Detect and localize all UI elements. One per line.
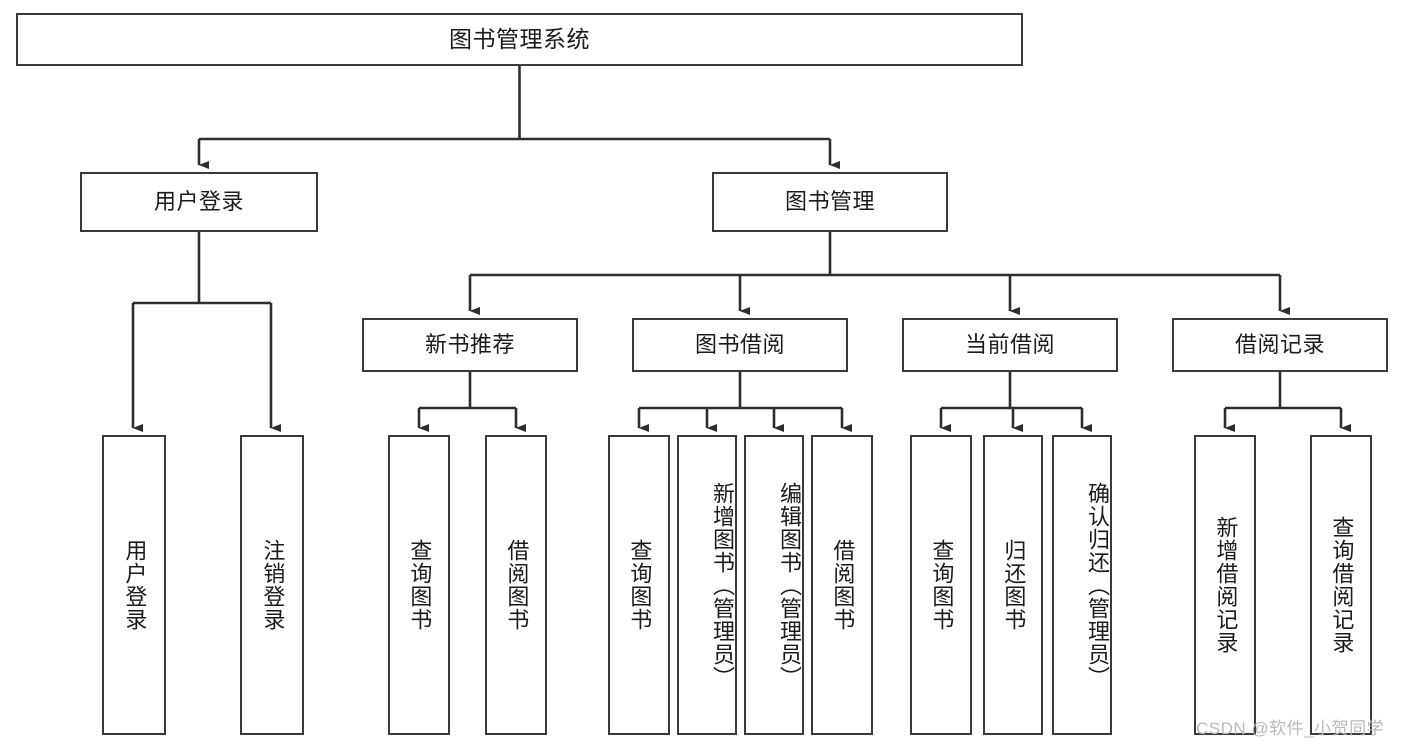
node-root[interactable]: 图书管理系统 — [16, 13, 1023, 66]
node-leaf-borrow-book-1-label: 借阅图书 — [504, 539, 530, 631]
node-new-book-rec[interactable]: 新书推荐 — [362, 318, 578, 372]
node-book-borrow[interactable]: 图书借阅 — [632, 318, 848, 372]
node-book-manage[interactable]: 图书管理 — [712, 172, 948, 232]
node-leaf-add-book-label: 新增图书（管理员） — [710, 481, 735, 689]
node-leaf-edit-book-label: 编辑图书（管理员） — [777, 481, 802, 689]
node-borrow-record-label: 借阅记录 — [1234, 331, 1325, 357]
node-leaf-query-record[interactable]: 查询借阅记录 — [1310, 435, 1372, 735]
node-leaf-add-book[interactable]: 新增图书（管理员） — [677, 435, 737, 735]
node-leaf-user-logout-label: 注销登录 — [260, 539, 286, 631]
node-current-borrow-label: 当前借阅 — [964, 331, 1055, 357]
node-leaf-query-record-label: 查询借阅记录 — [1329, 516, 1355, 654]
node-leaf-query-book-1[interactable]: 查询图书 — [388, 435, 450, 735]
node-new-book-rec-label: 新书推荐 — [424, 331, 515, 357]
node-leaf-user-login[interactable]: 用户登录 — [102, 435, 166, 735]
node-leaf-user-login-label: 用户登录 — [122, 539, 148, 631]
node-leaf-query-book-3-label: 查询图书 — [929, 539, 955, 631]
node-book-borrow-label: 图书借阅 — [694, 331, 785, 357]
node-user-login-label: 用户登录 — [153, 188, 244, 214]
node-current-borrow[interactable]: 当前借阅 — [902, 318, 1118, 372]
node-leaf-borrow-book-2-label: 借阅图书 — [830, 539, 856, 631]
node-leaf-confirm-return-label: 确认归还（管理员） — [1085, 481, 1110, 689]
node-leaf-user-logout[interactable]: 注销登录 — [240, 435, 304, 735]
node-root-label: 图书管理系统 — [449, 25, 590, 52]
node-leaf-return-book[interactable]: 归还图书 — [983, 435, 1043, 735]
node-leaf-query-book-2-label: 查询图书 — [627, 539, 653, 631]
node-leaf-add-record[interactable]: 新增借阅记录 — [1194, 435, 1256, 735]
node-leaf-borrow-book-1[interactable]: 借阅图书 — [485, 435, 547, 735]
node-leaf-query-book-1-label: 查询图书 — [407, 539, 433, 631]
node-leaf-confirm-return[interactable]: 确认归还（管理员） — [1052, 435, 1112, 735]
node-user-login[interactable]: 用户登录 — [80, 172, 318, 232]
watermark: CSDN @软件_小贺同学 — [1196, 719, 1385, 738]
node-leaf-query-book-3[interactable]: 查询图书 — [910, 435, 972, 735]
node-leaf-edit-book[interactable]: 编辑图书（管理员） — [744, 435, 804, 735]
node-leaf-add-record-label: 新增借阅记录 — [1213, 516, 1239, 654]
node-leaf-borrow-book-2[interactable]: 借阅图书 — [811, 435, 873, 735]
node-borrow-record[interactable]: 借阅记录 — [1172, 318, 1388, 372]
node-book-manage-label: 图书管理 — [784, 188, 875, 214]
node-leaf-query-book-2[interactable]: 查询图书 — [608, 435, 670, 735]
node-leaf-return-book-label: 归还图书 — [1001, 539, 1027, 631]
